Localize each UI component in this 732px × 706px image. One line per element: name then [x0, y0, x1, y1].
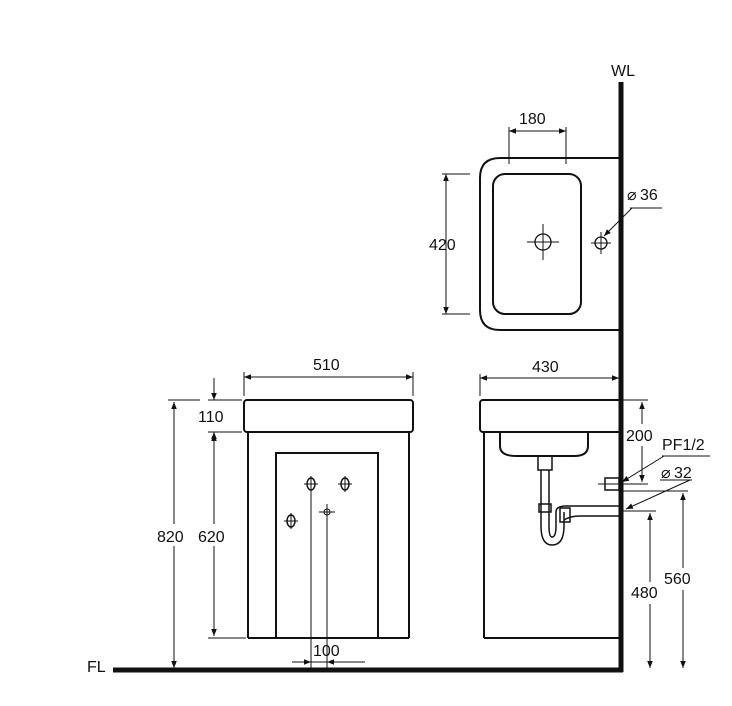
dim-180-label: 180	[519, 111, 546, 128]
side-view: 430 200 PF1/2 ⌀ 32 480 560	[479, 359, 710, 668]
dim-420-label: 420	[429, 237, 456, 254]
pf-label: PF1/2	[662, 437, 705, 454]
dim-510-label: 510	[313, 357, 340, 374]
trap-pipe-outer	[540, 470, 565, 546]
outlet-nut	[559, 507, 571, 523]
trap-pipe-inner	[548, 470, 557, 538]
drain-diameter-symbol: ⌀	[661, 465, 671, 482]
tap-diameter-symbol: ⌀	[627, 187, 637, 204]
top-view: 180 420 ⌀ 36	[429, 111, 662, 331]
dim-430-label: 430	[532, 359, 559, 376]
dim-100-label: 100	[313, 643, 340, 660]
front-countertop	[243, 399, 414, 433]
side-bowl	[499, 432, 589, 457]
pf-leader	[621, 455, 665, 483]
drain-fitting	[537, 455, 553, 471]
drain-leader	[625, 479, 691, 510]
side-countertop	[479, 399, 622, 433]
basin-bowl	[492, 173, 582, 315]
basin-outline	[479, 157, 621, 331]
dim-480-label: 480	[631, 585, 658, 602]
front-view: 510 110 620 820 100	[155, 357, 414, 668]
dim-560-label: 560	[664, 571, 691, 588]
dim-110-label: 110	[198, 409, 224, 426]
dim-620-label: 620	[198, 529, 225, 546]
dim-32-label: 32	[674, 465, 692, 482]
dim-820-label: 820	[157, 529, 184, 546]
dim-200-label: 200	[626, 428, 653, 445]
trap-joint	[538, 503, 552, 513]
front-door-panel	[275, 452, 379, 638]
drain-outlet-pipe	[555, 505, 621, 521]
floor-label: FL	[87, 659, 106, 676]
dim-36-label: 36	[640, 187, 658, 204]
tap-leader	[603, 207, 633, 237]
wall-label: WL	[611, 63, 635, 80]
